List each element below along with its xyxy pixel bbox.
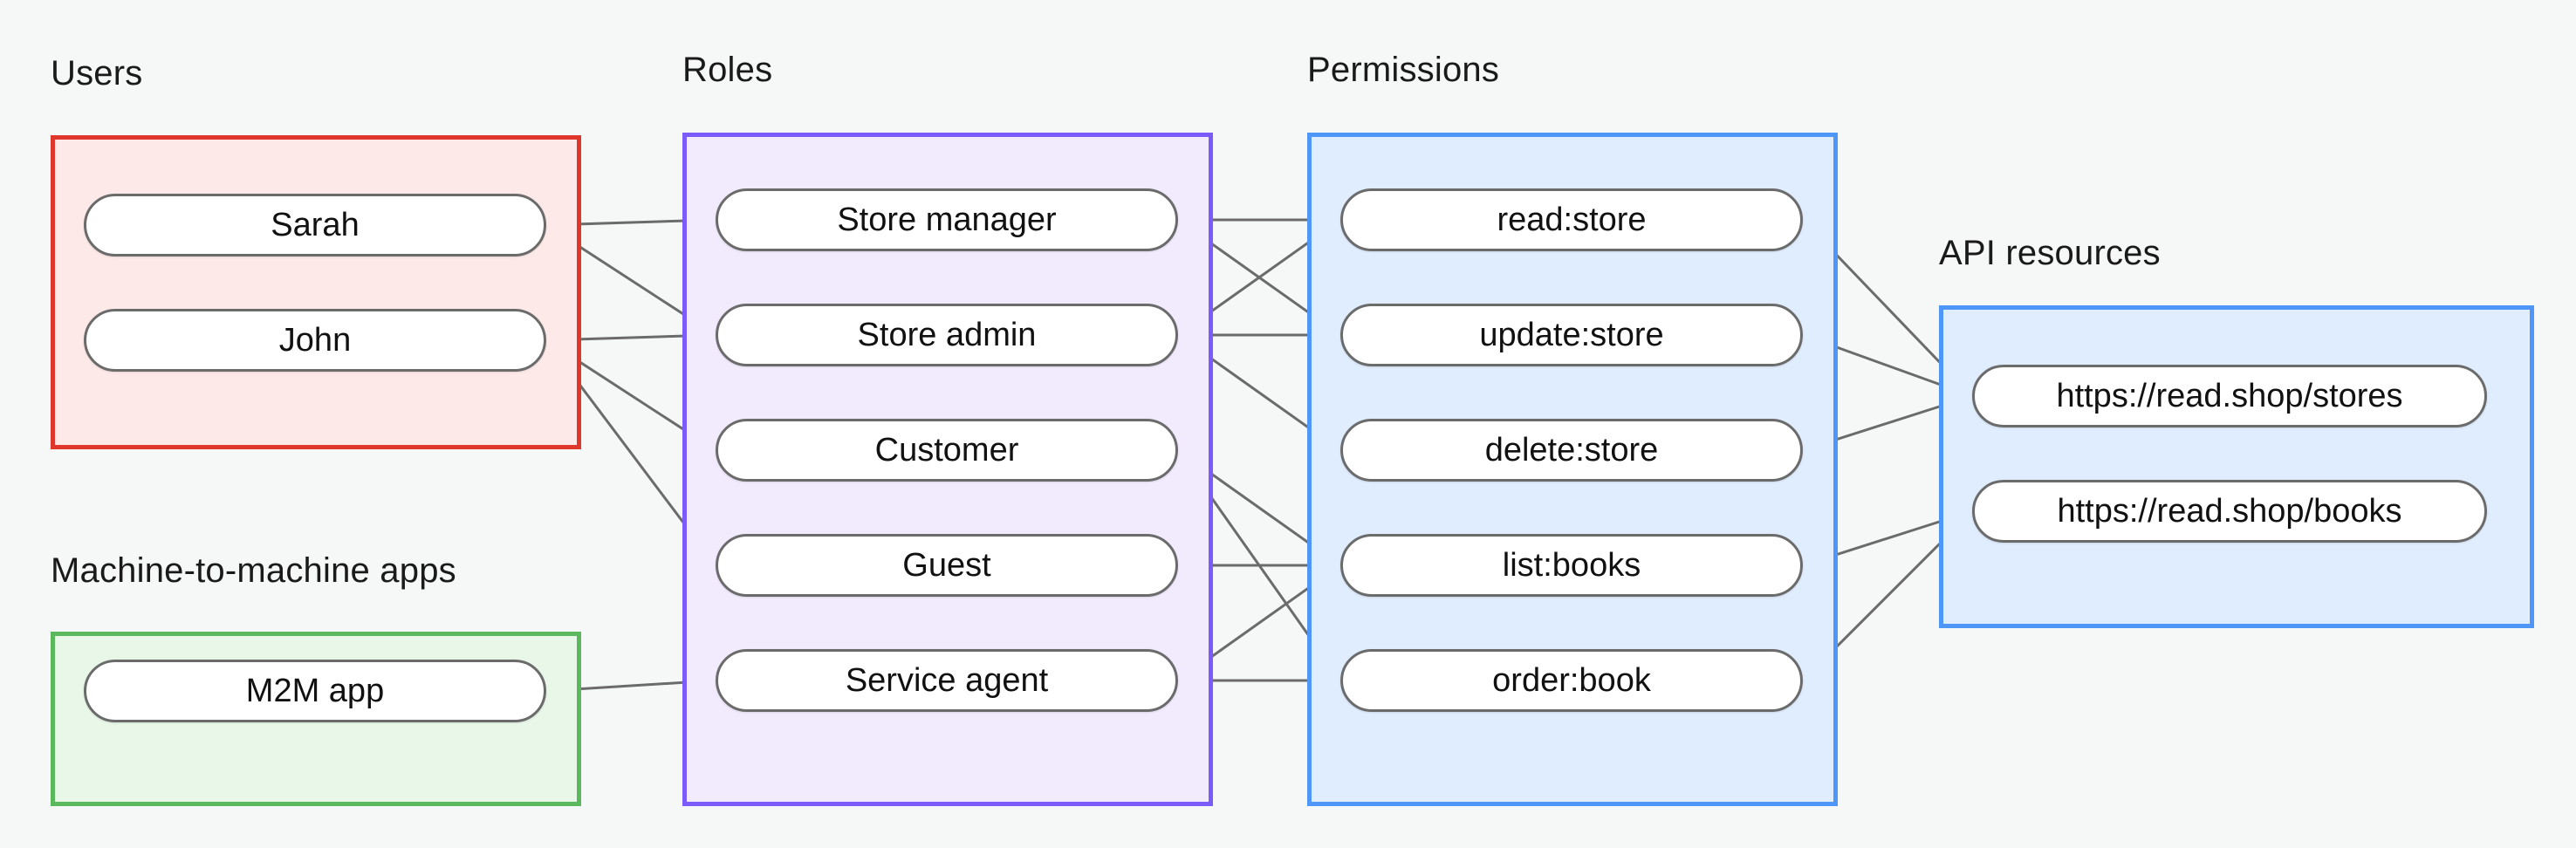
node-guest[interactable]: Guest (716, 534, 1178, 597)
group-label-users: Users (51, 54, 143, 92)
node-customer[interactable]: Customer (716, 419, 1178, 482)
node-resstores[interactable]: https://read.shop/stores (1972, 365, 2487, 427)
group-label-api: API resources (1939, 234, 2161, 272)
node-sarah[interactable]: Sarah (84, 194, 546, 256)
node-updatestore[interactable]: update:store (1340, 304, 1803, 366)
node-storeadmin[interactable]: Store admin (716, 304, 1178, 366)
group-box-api (1939, 305, 2534, 628)
node-readstore[interactable]: read:store (1340, 188, 1803, 251)
group-label-permissions: Permissions (1307, 51, 1500, 89)
node-storemanager[interactable]: Store manager (716, 188, 1178, 251)
node-orderbook[interactable]: order:book (1340, 649, 1803, 712)
group-label-m2m: Machine-to-machine apps (51, 551, 456, 590)
node-deletestore[interactable]: delete:store (1340, 419, 1803, 482)
node-resbooks[interactable]: https://read.shop/books (1972, 480, 2487, 543)
group-label-roles: Roles (682, 51, 773, 89)
node-serviceagent[interactable]: Service agent (716, 649, 1178, 712)
node-listbooks[interactable]: list:books (1340, 534, 1803, 597)
node-john[interactable]: John (84, 309, 546, 372)
group-box-users (51, 135, 581, 449)
node-m2mapp[interactable]: M2M app (84, 660, 546, 722)
